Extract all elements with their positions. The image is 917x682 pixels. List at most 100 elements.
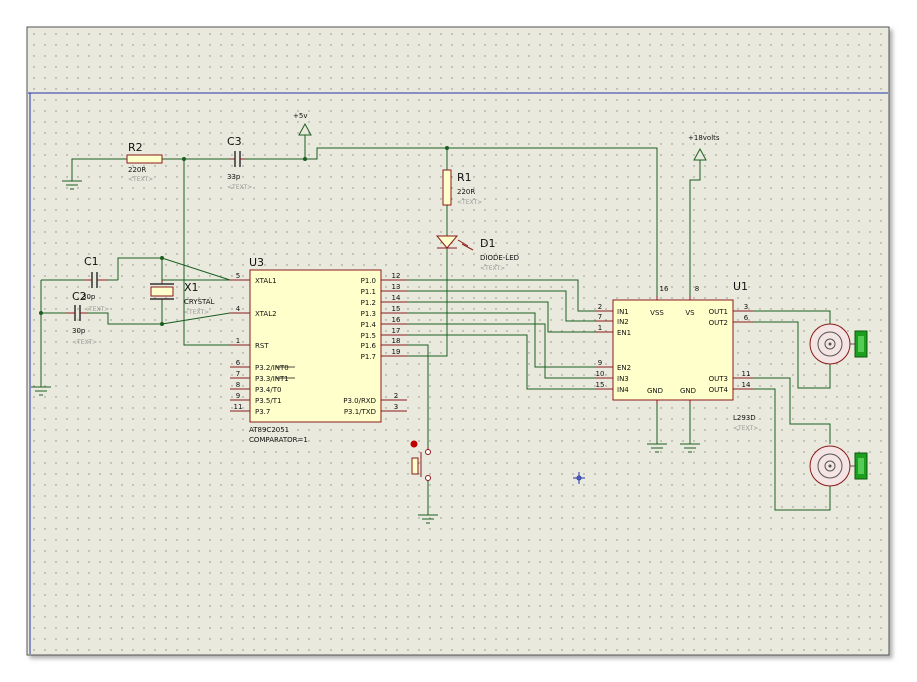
c1-tag: <TEXT>	[84, 306, 109, 313]
u1-pin-number: 14	[742, 381, 751, 389]
u3-pin-name: P3.7	[255, 408, 270, 416]
u3-pin-name: P3.4/T0	[255, 386, 281, 394]
u1-pin-name: IN4	[617, 386, 629, 394]
u3-note: COMPARATOR=1	[249, 436, 308, 444]
d1-ref: D1	[480, 237, 495, 250]
u3-part: AT89C2051	[249, 426, 289, 434]
u3-pin-number: 12	[392, 272, 401, 280]
capacitor-c3[interactable]: C3 33p <TEXT>	[227, 135, 252, 191]
u3-pin-number: 15	[392, 305, 401, 313]
c3-ref: C3	[227, 135, 242, 148]
x1-tag: <TEXT>	[184, 309, 209, 316]
u3-ref: U3	[249, 256, 264, 269]
u1-pin-name: IN1	[617, 308, 629, 316]
u1-pin-name: OUT3	[709, 375, 728, 383]
x1-ref: X1	[184, 281, 199, 294]
x1-value: CRYSTAL	[184, 298, 215, 306]
u3-pin-name: P3.1/TXD	[344, 408, 376, 416]
u3-pin-number: 13	[392, 283, 401, 291]
u1-pin-number: 3	[744, 303, 748, 311]
c2-tag: <TEXT>	[72, 339, 97, 346]
u1-pin-name: VS	[685, 309, 695, 317]
u1-pin-number: 1	[598, 324, 602, 332]
c3-value: 33p	[227, 173, 241, 181]
u3-pin-number: 4	[236, 305, 241, 313]
u3-pin-name: XTAL2	[255, 310, 277, 318]
u1-tag: <TEXT>	[733, 425, 758, 432]
push-button[interactable]	[410, 440, 431, 481]
u3-pin-number: 8	[236, 381, 240, 389]
u3-pin-number: 16	[392, 316, 401, 324]
u3-pin-name: RST	[255, 342, 269, 350]
junction-dots	[39, 146, 449, 326]
r1-tag: <TEXT>	[457, 199, 482, 206]
r1-ref: R1	[457, 171, 472, 184]
u1-pin-number: 6	[744, 314, 749, 322]
u3-pin-name: P1.3	[361, 310, 376, 318]
crystal-x1[interactable]: X1 CRYSTAL <TEXT>	[150, 280, 215, 316]
u1-pin-number: 10	[596, 370, 605, 378]
u3-pin-number: 14	[392, 294, 401, 302]
u1-gnd-label-2: GND	[680, 387, 696, 395]
u1-pin-number: 15	[596, 381, 605, 389]
u1-pin-name: VSS	[650, 309, 664, 317]
u1-pin-name: OUT1	[709, 308, 728, 316]
u1-pin-name: EN1	[617, 329, 631, 337]
u3-pin-name: P1.6	[361, 342, 377, 350]
canvas[interactable]	[26, 26, 890, 656]
ground-symbols	[31, 180, 700, 524]
u1-part: L293D	[733, 414, 756, 422]
power-5v-label: +5v	[293, 112, 307, 120]
c2-ref: C2	[72, 290, 87, 303]
c1-value: 30p	[82, 293, 96, 301]
c2-value: 30p	[72, 327, 86, 335]
u3-pin-name: P3.2/INT0	[255, 364, 289, 372]
u3-pin-name: P3.5/T1	[255, 397, 281, 405]
u1-ref: U1	[733, 280, 748, 293]
u3-pin-number: 1	[236, 337, 240, 345]
u3-pin-name: P1.7	[361, 353, 376, 361]
r2-ref: R2	[128, 141, 143, 154]
r2-value: 220R	[128, 166, 146, 174]
u3-pin-number: 11	[234, 403, 243, 411]
u3-pin-name: P1.1	[361, 288, 376, 296]
capacitor-c2[interactable]: C2 30p <TEXT>	[66, 290, 97, 346]
d1-value: DIODE-LED	[480, 254, 519, 262]
power-18v[interactable]: +18volts	[688, 134, 720, 161]
u1-pin-number: 7	[598, 313, 602, 321]
u1-pin-name: OUT2	[709, 319, 728, 327]
u1-pin-number: 8	[695, 285, 699, 293]
u1-pin-number: 2	[598, 303, 602, 311]
resistor-r2[interactable]: R2 220R <TEXT>	[126, 141, 163, 183]
u3-pin-number: 19	[392, 348, 401, 356]
u3-pin-name: P1.4	[361, 321, 377, 329]
u1-pin-number: 11	[742, 370, 751, 378]
u1-pin-name: EN2	[617, 364, 631, 372]
resistor-r1[interactable]: R1 220R <TEXT>	[442, 169, 482, 206]
u3-pin-number: 7	[236, 370, 240, 378]
origin-marker-icon	[573, 472, 585, 484]
capacitor-c1[interactable]: C1 30p <TEXT>	[82, 255, 109, 313]
motor-2[interactable]	[809, 445, 868, 487]
u3-left-pins: 5XTAL14XTAL21RST6P3.2/INT07P3.3/INT18P3.…	[230, 272, 289, 416]
u3-pin-number: 18	[392, 337, 401, 345]
wires	[40, 135, 831, 515]
u1-pin-name: OUT4	[709, 386, 729, 394]
power-5v[interactable]: +5v	[293, 112, 312, 136]
u1-pin-number: 9	[598, 359, 602, 367]
u3-pin-name: P1.2	[361, 299, 376, 307]
motor-1[interactable]	[809, 323, 868, 365]
ic-u1[interactable]: U1 L293D <TEXT> 2IN17IN21EN19EN210IN315I…	[595, 280, 758, 432]
u1-pin-name: IN2	[617, 318, 629, 326]
u3-pin-number: 9	[236, 392, 240, 400]
u3-pin-name: P3.3/INT1	[255, 375, 289, 383]
d1-tag: <TEXT>	[480, 265, 505, 272]
led-d1[interactable]: D1 DIODE-LED <TEXT>	[435, 235, 519, 272]
u3-pin-number: 2	[394, 392, 398, 400]
power-18v-label: +18volts	[688, 134, 720, 142]
u3-pin-name: P1.5	[361, 332, 376, 340]
ic-u3[interactable]: U3 AT89C2051 COMPARATOR=1 5XTAL14XTAL21R…	[230, 256, 407, 444]
